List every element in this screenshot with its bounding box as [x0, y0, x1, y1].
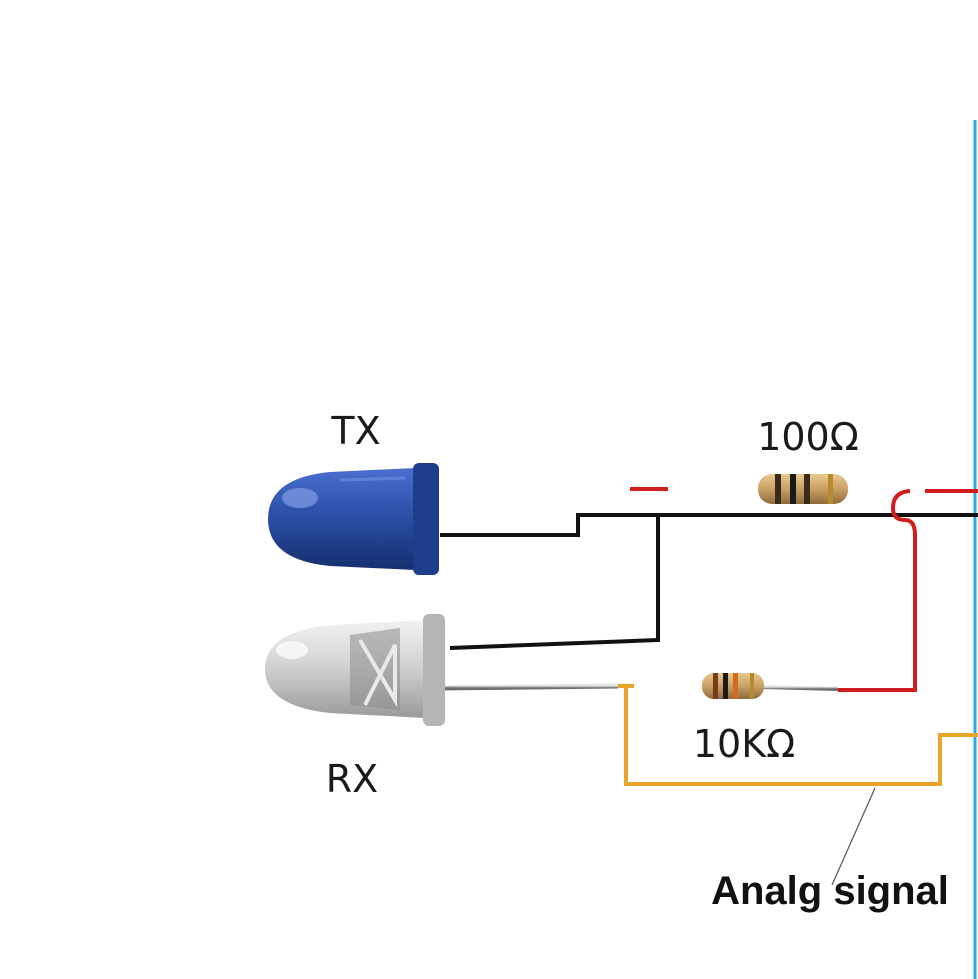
tx-supply-wire	[440, 486, 978, 493]
analog-signal-wire	[618, 684, 978, 786]
signal-label-pointer	[831, 787, 876, 886]
rx-signal-lead	[439, 683, 839, 691]
resistor-10k-label: 10KΩ	[693, 722, 795, 766]
resistor-10k-icon	[702, 673, 764, 699]
tx-label: TX	[330, 409, 380, 453]
rx-supply-wire	[838, 489, 917, 692]
blue-led-icon	[268, 463, 439, 575]
analog-signal-label: Analg signal	[711, 869, 949, 913]
resistor-100-label: 100Ω	[757, 415, 859, 459]
ground-wire	[440, 513, 978, 650]
clear-photodiode-icon	[265, 614, 445, 726]
rx-label: RX	[326, 757, 378, 801]
resistor-100-icon	[758, 474, 848, 504]
